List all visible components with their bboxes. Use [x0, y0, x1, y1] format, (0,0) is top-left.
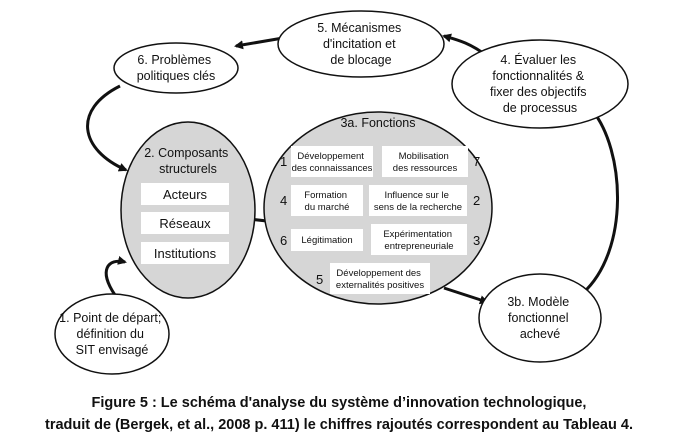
depart-line: définition du: [77, 327, 144, 341]
problemes-line: politiques clés: [137, 69, 216, 83]
function-number: 1: [280, 154, 287, 169]
svg-text:2. Composants structurel: 2. Composants structurels: [144, 146, 232, 176]
composants-title-line: 2. Composants: [144, 146, 228, 160]
arrow-mecanismes-to-problemes: [234, 36, 284, 50]
node-modele: 3b. Modèle fonctionnel achevé: [478, 273, 602, 363]
svg-text:Expérimentation entrep: Expérimentation entrepreneuriale: [383, 229, 454, 252]
depart-line: 1. Point de départ;: [59, 311, 161, 325]
modele-line: achevé: [520, 327, 560, 341]
composant-label: Acteurs: [163, 187, 208, 202]
modele-line: 3b. Modèle: [507, 295, 569, 309]
svg-text:5. Mécanismes d'incitati: 5. Mécanismes d'incitation et de blocage: [317, 21, 405, 67]
composants-title-line: structurels: [159, 162, 217, 176]
evaluer-line: de processus: [503, 101, 577, 115]
composant-label: Réseaux: [159, 216, 211, 231]
function-number: 7: [473, 154, 480, 169]
svg-text:Formation du marché: Formation du marché: [304, 190, 349, 213]
arrow-problemes-to-composants: [86, 84, 128, 172]
mecanismes-line: d'incitation et: [323, 37, 396, 51]
mecanismes-line: de blocage: [330, 53, 391, 67]
function-label: externalités positives: [336, 280, 424, 291]
function-box: 4 Formation du marché: [280, 185, 363, 216]
svg-text:1. Point de départ; déf: 1. Point de départ; définition du SIT en…: [59, 311, 165, 357]
function-label: Développement: [297, 151, 364, 162]
node-mecanismes: 5. Mécanismes d'incitation et de blocage: [277, 10, 445, 78]
svg-text:4. Évaluer les fonctionn: 4. Évaluer les fonctionnalités & fixer d…: [490, 52, 590, 115]
function-label: entrepreneuriale: [384, 241, 453, 252]
arrow-modele-to-evaluer: [581, 108, 619, 295]
function-box: 6 Légitimation: [280, 229, 363, 251]
depart-line: SIT envisagé: [76, 343, 149, 357]
function-number: 6: [280, 233, 287, 248]
composant-item: Acteurs: [141, 183, 229, 205]
function-label: Développement des: [336, 268, 421, 279]
function-label: sens de la recherche: [374, 202, 462, 213]
function-label: Formation: [304, 190, 347, 201]
function-number: 4: [280, 193, 287, 208]
svg-text:Développement des exte: Développement des externalités positives: [336, 268, 424, 291]
svg-text:Influence sur le sens: Influence sur le sens de la recherche: [374, 190, 462, 213]
modele-line: fonctionnel: [508, 311, 568, 325]
arrow-fonctions-to-modele: [443, 286, 489, 305]
function-number: 5: [316, 272, 323, 287]
svg-text:6. Problèmes politiques: 6. Problèmes politiques clés: [137, 53, 216, 83]
function-number: 2: [473, 193, 480, 208]
svg-text:3b. Modèle fonctionnel: 3b. Modèle fonctionnel achevé: [507, 295, 572, 341]
function-box: Influence sur le sens de la recherche 2: [369, 185, 480, 216]
fonctions-title: 3a. Fonctions: [340, 116, 415, 130]
figure-caption-line-1: Figure 5 : Le schéma d'analyse du systèm…: [91, 395, 587, 411]
composant-item: Institutions: [141, 242, 229, 264]
evaluer-line: fixer des objectifs: [490, 85, 587, 99]
node-depart: 1. Point de départ; définition du SIT en…: [54, 293, 170, 375]
node-fonctions: 3a. Fonctions 1 Développement des connai…: [263, 111, 493, 305]
mecanismes-line: 5. Mécanismes: [317, 21, 401, 35]
function-number: 3: [473, 233, 480, 248]
function-box: Expérimentation entrepreneuriale 3: [371, 224, 480, 255]
function-label: des connaissances: [292, 163, 373, 174]
function-label: Expérimentation: [383, 229, 452, 240]
node-evaluer: 4. Évaluer les fonctionnalités & fixer d…: [451, 39, 629, 129]
arrow-depart-to-composants: [104, 256, 127, 296]
function-box: 1 Développement des connaissances: [280, 146, 373, 177]
problemes-line: 6. Problèmes: [137, 53, 211, 67]
figure-caption-line-2: traduit de (Bergek, et al., 2008 p. 411)…: [45, 417, 633, 433]
svg-text:Développement des conn: Développement des connaissances: [292, 151, 373, 174]
function-label: Mobilisation: [399, 151, 449, 162]
evaluer-line: 4. Évaluer les: [500, 52, 576, 67]
function-label: du marché: [305, 202, 350, 213]
function-box: 5 Développement des externalités positiv…: [316, 263, 430, 294]
evaluer-line: fonctionnalités &: [492, 69, 584, 83]
function-box: Mobilisation des ressources 7: [382, 146, 480, 177]
node-composants: 2. Composants structurels Acteurs Réseau…: [120, 121, 256, 299]
function-label: Légitimation: [301, 235, 352, 246]
function-label: Influence sur le: [384, 190, 448, 201]
composant-label: Institutions: [154, 246, 217, 261]
function-label: des ressources: [393, 163, 458, 174]
node-problemes: 6. Problèmes politiques clés: [113, 42, 239, 94]
svg-text:Mobilisation des resso: Mobilisation des ressources: [393, 151, 458, 174]
composant-item: Réseaux: [141, 212, 229, 234]
